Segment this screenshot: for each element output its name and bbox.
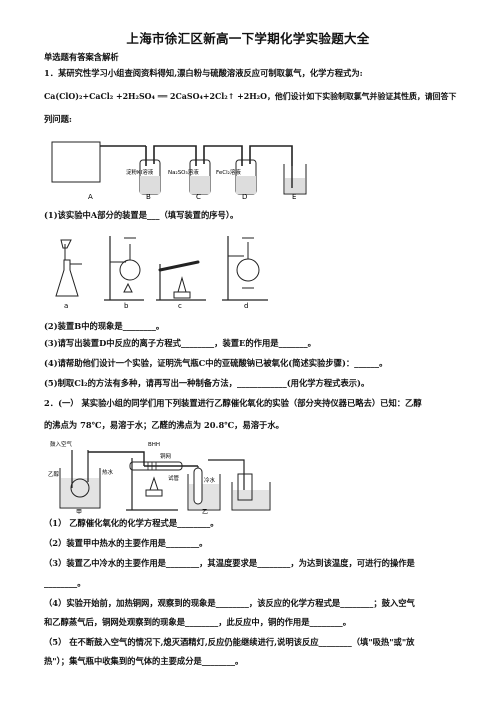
label-yi: 乙 bbox=[202, 509, 208, 514]
section-heading: 单选题有答案含解析 bbox=[44, 52, 119, 62]
option-label-a: a bbox=[64, 302, 68, 310]
q1-sub1: (1)该实验中A部分的装置是___（填写装置的序号）。 bbox=[44, 210, 239, 220]
beaker-yi bbox=[187, 474, 221, 511]
option-label-b: b bbox=[124, 302, 129, 310]
q1-equation-tail: 列问题: bbox=[44, 114, 72, 124]
q2-sub1: （1） 乙醇催化氧化的化学方程式是________。 bbox=[44, 518, 219, 528]
beaker-e bbox=[283, 164, 307, 195]
label-b-solution: 淀粉KI溶液 bbox=[126, 168, 154, 176]
document-title: 上海市徐汇区新高一下学期化学实验题大全 bbox=[126, 31, 370, 46]
option-label-c: c bbox=[178, 302, 182, 310]
q1-sub4: (4)请帮助他们设计一个实验，证明洗气瓶C中的亚硫酸钠已被氧化(简述实验步骤)：… bbox=[44, 358, 388, 368]
q2-intro-line1: 2．(一） 某实验小组的同学们用下列装置进行乙醇催化氧化的实验（部分夹持仪器已略… bbox=[44, 398, 422, 408]
q1-sub3: (3)请写出装置D中反应的离子方程式________，装置E的作用是______… bbox=[44, 338, 316, 348]
label-air-inlet: 鼓入空气 bbox=[50, 440, 73, 448]
q2-sub3-tail: ________。 bbox=[44, 578, 86, 588]
label-c: C bbox=[196, 193, 201, 201]
q2-sub3: （3）装置乙中冷水的主要作用是________，其温度要求是________，为… bbox=[44, 558, 415, 568]
q2-sub5: （5） 在不断鼓入空气的情况下,熄灭酒精灯,反应仍能继续进行,说明该反应____… bbox=[44, 637, 415, 647]
q2-sub4: （4）实验开始前，加热铜网，观察到的现象是________，该反应的化学方程式是… bbox=[44, 598, 415, 608]
label-ethanol: 乙醇 bbox=[48, 470, 60, 478]
apparatus-a-box bbox=[51, 141, 101, 183]
label-b: B bbox=[146, 193, 151, 201]
q1-intro: 1．某研究性学习小组查阅资料得知,漂白粉与硫酸溶液反应可制取氯气，化学方程式为: bbox=[44, 68, 363, 78]
q2-apparatus-diagram: 鼓入空气 乙醇 热水 BHH 铜网 试管 冷水 甲 乙 bbox=[48, 440, 271, 514]
q2-sub4-tail: 和乙醇蒸气后，铜网处观察到的现象是________，此反应中，铜的作用是____… bbox=[44, 617, 351, 627]
label-d: D bbox=[242, 193, 247, 201]
option-a-flask bbox=[55, 259, 79, 297]
q1-equation: Ca(ClO)₂+CaCl₂ +2H₂SO₄ ══ 2CaSO₄+2Cl₂↑ +… bbox=[44, 92, 457, 101]
beaker-jia bbox=[59, 468, 101, 509]
label-jia: 甲 bbox=[76, 509, 82, 514]
label-c-solution: Na₂SO₃溶液 bbox=[168, 168, 199, 176]
q1-sub5: (5)制取Cl₂的方法有多种，请再写出一种制备方法，____________(用… bbox=[44, 378, 370, 388]
label-tube: 试管 bbox=[168, 474, 180, 482]
option-b-flask bbox=[119, 259, 141, 281]
option-c-tube bbox=[158, 260, 200, 272]
label-e: E bbox=[292, 193, 296, 201]
label-a: A bbox=[88, 193, 93, 201]
option-label-d: d bbox=[244, 302, 248, 310]
label-cold-water: 冷水 bbox=[204, 476, 216, 484]
q2-sub2: （2）装置甲中热水的主要作用是________。 bbox=[44, 538, 208, 548]
q2-intro-line2: 的沸点为 78℃，易溶于水；乙醛的沸点为 20.8℃，易溶于水。 bbox=[44, 420, 284, 430]
q2-sub5-tail: 热"）；集气瓶中收集到的气体的主要成分是________。 bbox=[44, 656, 244, 666]
option-d-flask bbox=[236, 258, 260, 282]
q1-option-apparatus: a b c d bbox=[55, 236, 268, 310]
label-top: BHH bbox=[148, 442, 160, 448]
label-cu-mesh: 铜网 bbox=[160, 452, 172, 460]
label-hot-water: 热水 bbox=[102, 468, 114, 476]
q1-apparatus-diagram: 淀粉KI溶液 Na₂SO₃溶液 FeCl₂溶液 A B C D E bbox=[51, 141, 307, 201]
label-d-solution: FeCl₂溶液 bbox=[216, 168, 241, 176]
q1-sub2: (2)装置B中的现象是________。 bbox=[44, 321, 165, 331]
